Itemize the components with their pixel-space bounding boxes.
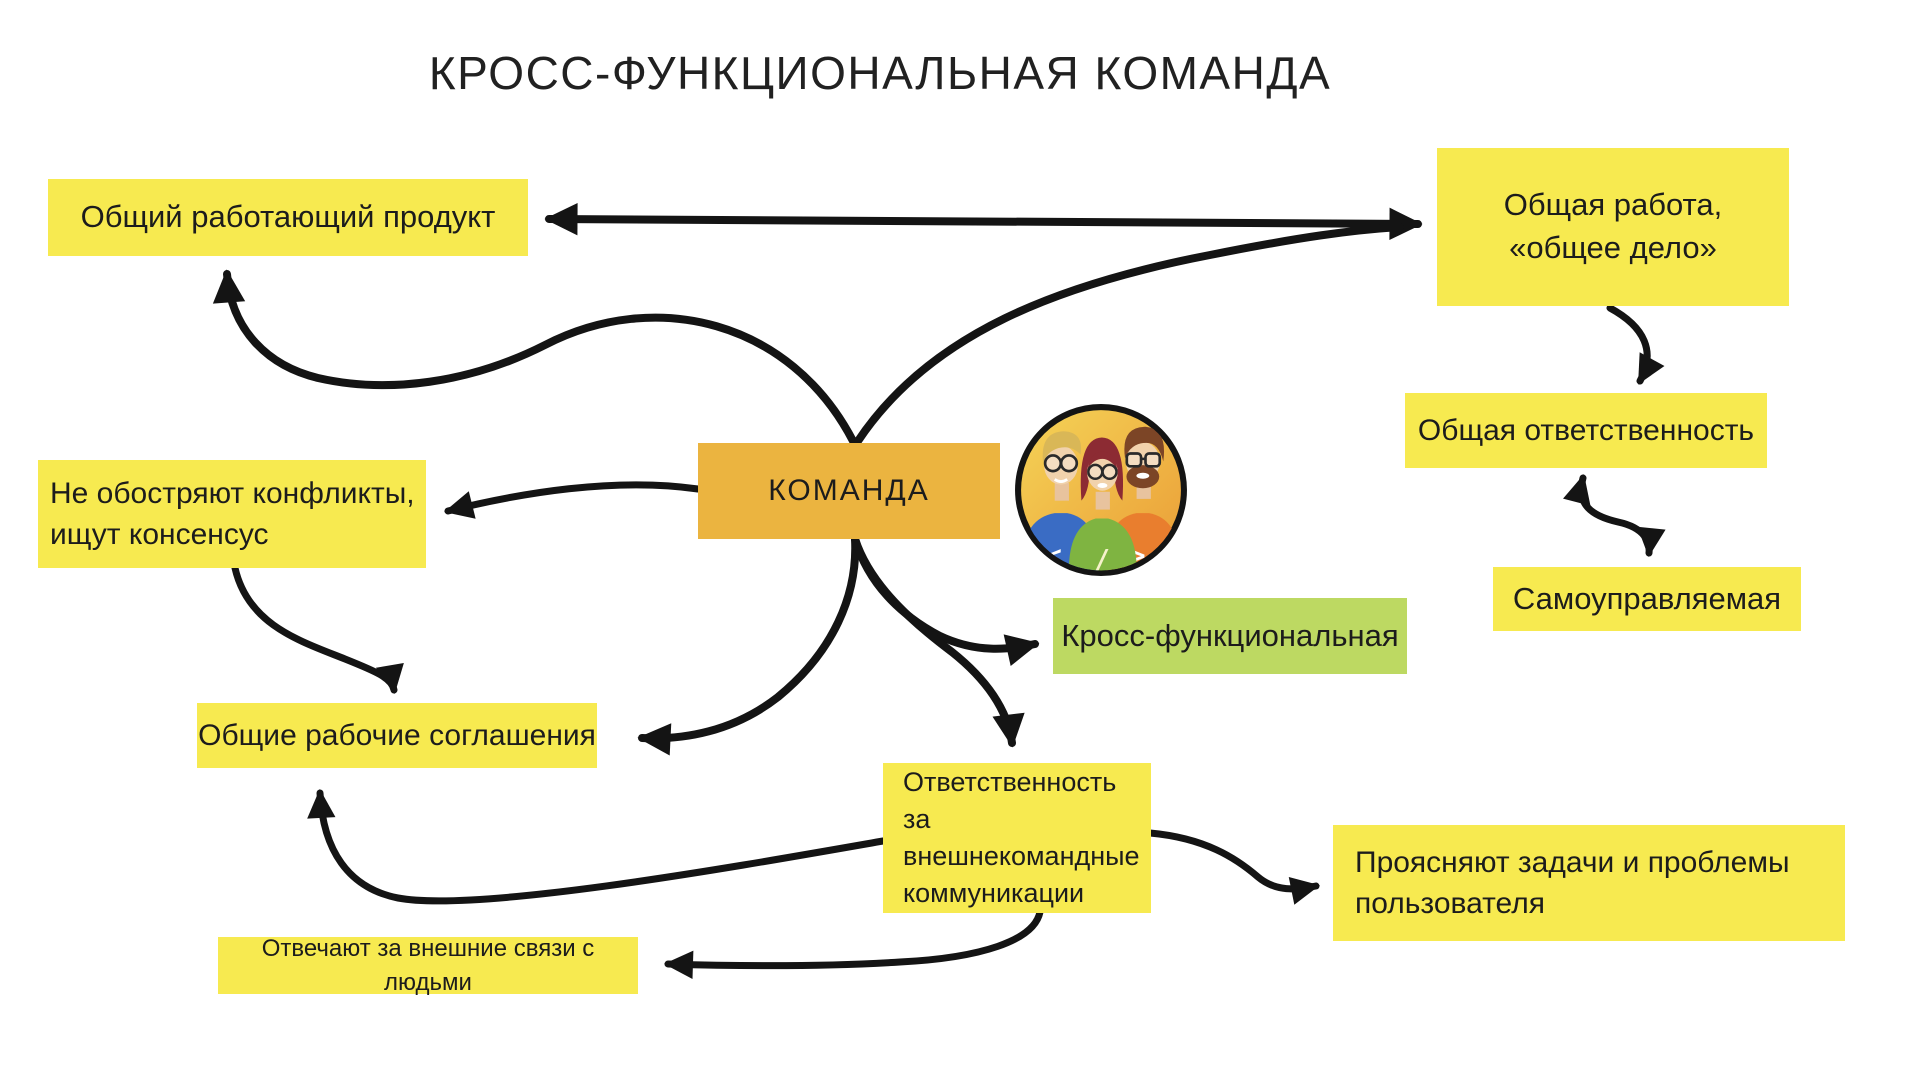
node-komanda-center: КОМАНДА	[698, 443, 1000, 539]
node-label-line1: Не обостряют конфликты,	[50, 476, 415, 510]
node-label: Отвечают за внешние связи с людьми	[261, 935, 595, 996]
arrow-komanda-to-vneshnekomandnye	[851, 535, 1025, 748]
arrow-rabota-to-otvetstvennost	[1606, 304, 1665, 385]
node-external-people-relations: Отвечают за внешние связи с людьми	[218, 935, 638, 996]
arrow-vneshnekomandnye-to-proyasnyayut	[1146, 829, 1320, 905]
arrow-komanda-to-soglasheniya	[637, 535, 860, 756]
arrow-komanda-to-konflikty	[444, 481, 702, 519]
arrow-otvetstvennost-samoupravlyaemaya-double	[1563, 474, 1666, 557]
node-label: Общая ответственность	[1417, 413, 1755, 447]
node-external-communications: Ответственность за внешнекомандные комму…	[883, 763, 1151, 913]
arrow-product-rabota-double	[544, 202, 1423, 241]
node-common-work: Общая работа, «общее дело»	[1437, 148, 1789, 306]
arrow-komanda-to-kross	[851, 535, 1040, 666]
node-label-line2: внешнекомандные	[903, 841, 1140, 871]
arrow-komanda-to-product	[212, 269, 857, 445]
node-clarify-user-tasks: Проясняют задачи и проблемы пользователя	[1333, 825, 1845, 941]
node-label-line2: «общее дело»	[1509, 230, 1717, 265]
arrow-komanda-to-rabota	[854, 223, 1404, 445]
arrow-konflikty-to-soglasheniya	[231, 564, 404, 694]
node-label: Самоуправляемая	[1512, 580, 1782, 616]
arrow-vneshnekomandnye-to-soglasheniya	[307, 789, 887, 905]
node-working-agreements: Общие рабочие соглашения	[197, 703, 597, 768]
node-cross-functional: Кросс-функциональная	[1053, 598, 1407, 674]
node-common-working-product: Общий работающий продукт	[48, 179, 528, 256]
avatar-symbol-middle: /	[1094, 544, 1110, 575]
node-label: Общие рабочие соглашения	[198, 718, 596, 752]
node-label: Кросс-функциональная	[1061, 617, 1399, 653]
node-label-line3: коммуникации	[903, 878, 1085, 909]
node-label-line1: Ответственность за	[903, 766, 1117, 834]
arrow-vneshnekomandnye-to-otvechayut	[663, 908, 1044, 979]
node-label-line1: Проясняют задачи и проблемы	[1355, 845, 1790, 879]
node-label: КОМАНДА	[768, 474, 930, 508]
node-self-managed: Самоуправляемая	[1493, 567, 1801, 631]
diagram-title: КРОСС-ФУНКЦИОНАЛЬНАЯ КОМАНДА	[428, 47, 1332, 99]
team-avatar-icon: < > /	[1015, 404, 1187, 576]
node-label: Общий работающий продукт	[80, 199, 496, 235]
node-label-line2: ищут консенсус	[50, 518, 269, 551]
node-shared-responsibility: Общая ответственность	[1405, 393, 1767, 468]
node-no-conflicts: Не обостряют конфликты, ищут консенсус	[38, 460, 426, 568]
node-label-line1: Общая работа,	[1503, 187, 1723, 223]
node-label-line2: пользователя	[1355, 887, 1545, 920]
